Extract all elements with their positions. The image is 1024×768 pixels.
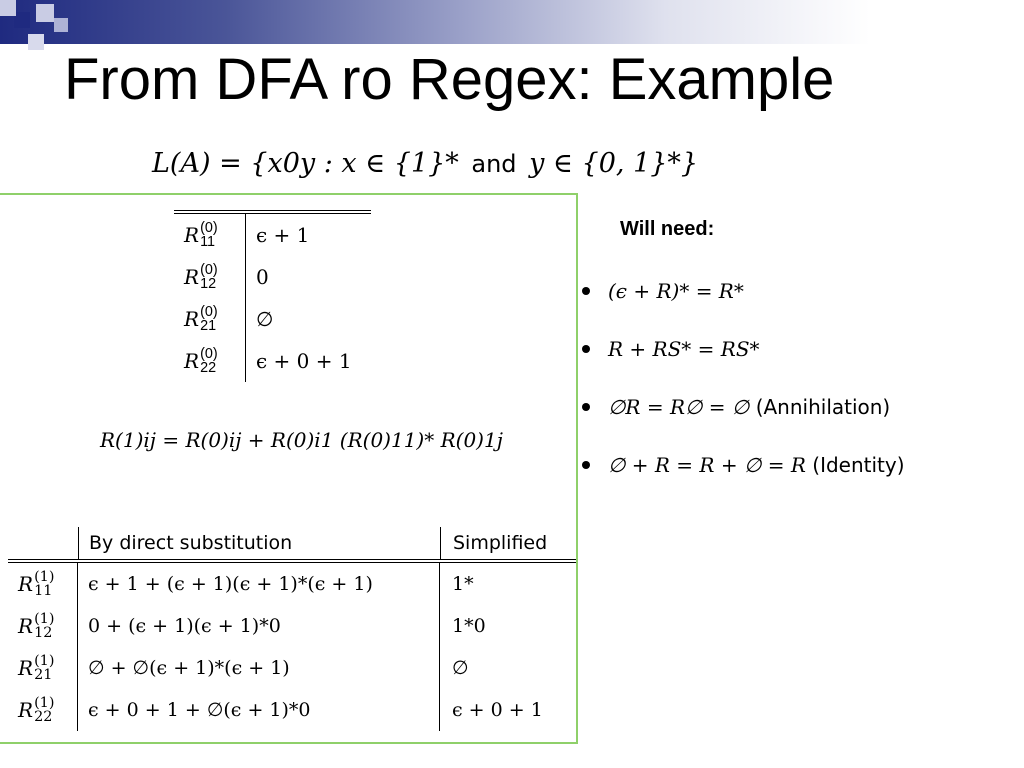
r1-sub: 11: [34, 583, 53, 599]
identities-list: (ϵ + R)* = R* R + RS* = RS* ∅R = R∅ = ∅ …: [580, 262, 905, 494]
r0-table-top-rule: [174, 210, 371, 214]
table-row: R(0)12 0: [174, 256, 371, 298]
r1-sup: (1): [34, 568, 55, 585]
r0-sub: 22: [200, 360, 217, 376]
r1-sub: 12: [34, 625, 53, 641]
example-box: [0, 193, 578, 744]
language-definition: L(A) = {x0y : x ∈ {1}* and y ∈ {0, 1}*}: [152, 148, 698, 179]
simplified-value: 1*0: [452, 615, 486, 637]
table-row: R(1)21 ∅ + ∅(ϵ + 1)*(ϵ + 1) ∅: [8, 647, 576, 689]
header-simplified: Simplified: [453, 532, 548, 554]
decor-square-light-4: [54, 18, 68, 32]
list-item: ∅ + R = R + ∅ = R (Identity): [580, 436, 905, 494]
r0-sup: (0): [200, 261, 218, 278]
r1-sup: (1): [34, 610, 55, 627]
decor-square-navy: [14, 12, 30, 28]
table-row: R(1)12 0 + (ϵ + 1)(ϵ + 1)*0 1*0: [8, 605, 576, 647]
r0-sup: (0): [200, 303, 218, 320]
r0-sub: 21: [200, 318, 217, 334]
title-gradient-band: [0, 0, 1024, 44]
table-row: R(0)21 ∅: [174, 298, 371, 340]
table-row: R(1)22 ϵ + 0 + 1 + ∅(ϵ + 1)*0 ϵ + 0 + 1: [8, 689, 576, 731]
bullet-icon: [582, 461, 590, 469]
language-and: and: [471, 150, 517, 178]
direct-value: ∅ + ∅(ϵ + 1)*(ϵ + 1): [78, 647, 440, 689]
r0-value: ϵ + 1: [256, 223, 310, 247]
bullet-icon: [582, 287, 590, 295]
decor-square-light-2: [36, 4, 54, 22]
r1-table-header: By direct substitution Simplified: [8, 527, 576, 559]
bullet-icon: [582, 345, 590, 353]
identity-note: (Identity): [812, 453, 905, 477]
identity-expr: ∅R = R∅ = ∅: [608, 395, 750, 419]
list-item: (ϵ + R)* = R*: [580, 262, 905, 320]
decor-square-light-3: [28, 34, 44, 50]
r0-value: ϵ + 0 + 1: [256, 349, 352, 373]
language-lhs: L(A) = {x0y : x ∈ {1}*: [152, 148, 459, 179]
bullet-icon: [582, 403, 590, 411]
r0-sup: (0): [200, 219, 218, 236]
table-row: R(1)11 ϵ + 1 + (ϵ + 1)(ϵ + 1)*(ϵ + 1) 1*: [8, 563, 576, 605]
language-rhs: y ∈ {0, 1}*}: [529, 148, 699, 179]
recurrence-formula: R(1)ij = R(0)ij + R(0)i1 (R(0)11)* R(0)1…: [100, 428, 503, 452]
simplified-value: ϵ + 0 + 1: [452, 699, 543, 721]
direct-value: ϵ + 0 + 1 + ∅(ϵ + 1)*0: [78, 689, 440, 731]
r1-table-rule: [8, 559, 576, 563]
list-item: ∅R = R∅ = ∅ (Annihilation): [580, 378, 905, 436]
identity-note: (Annihilation): [755, 395, 891, 419]
r0-value: ∅: [256, 307, 274, 331]
r0-sub: 11: [200, 234, 216, 250]
r0-table: R(0)11 ϵ + 1 R(0)12 0 R(0)21 ∅ R(0)22 ϵ …: [174, 210, 371, 382]
identity-expr: ∅ + R = R + ∅ = R: [608, 453, 806, 477]
r1-sup: (1): [34, 652, 55, 669]
r0-sub: 12: [200, 276, 217, 292]
simplified-value: 1*: [452, 573, 474, 595]
direct-value: 0 + (ϵ + 1)(ϵ + 1)*0: [78, 605, 440, 647]
table-row: R(0)22 ϵ + 0 + 1: [174, 340, 371, 382]
header-direct-substitution: By direct substitution: [79, 527, 441, 559]
direct-value: ϵ + 1 + (ϵ + 1)(ϵ + 1)*(ϵ + 1): [78, 563, 440, 605]
decor-square-light-1: [0, 0, 16, 16]
r0-sup: (0): [200, 345, 218, 362]
will-need-label: Will need:: [620, 218, 715, 240]
slide-title: From DFA ro Regex: Example: [64, 47, 835, 112]
r1-table: By direct substitution Simplified R(1)11…: [8, 527, 576, 731]
simplified-value: ∅: [452, 657, 469, 679]
recurrence-formula-text: R(1)ij = R(0)ij + R(0)i1 (R(0)11)* R(0)1…: [100, 428, 503, 452]
identity-expr: (ϵ + R)* = R*: [608, 279, 744, 303]
table-row: R(0)11 ϵ + 1: [174, 214, 371, 256]
r1-sub: 21: [34, 667, 53, 683]
r1-sup: (1): [34, 694, 55, 711]
identity-expr: R + RS* = RS*: [608, 337, 760, 361]
list-item: R + RS* = RS*: [580, 320, 905, 378]
r1-sub: 22: [34, 709, 53, 725]
r0-value: 0: [256, 265, 269, 289]
